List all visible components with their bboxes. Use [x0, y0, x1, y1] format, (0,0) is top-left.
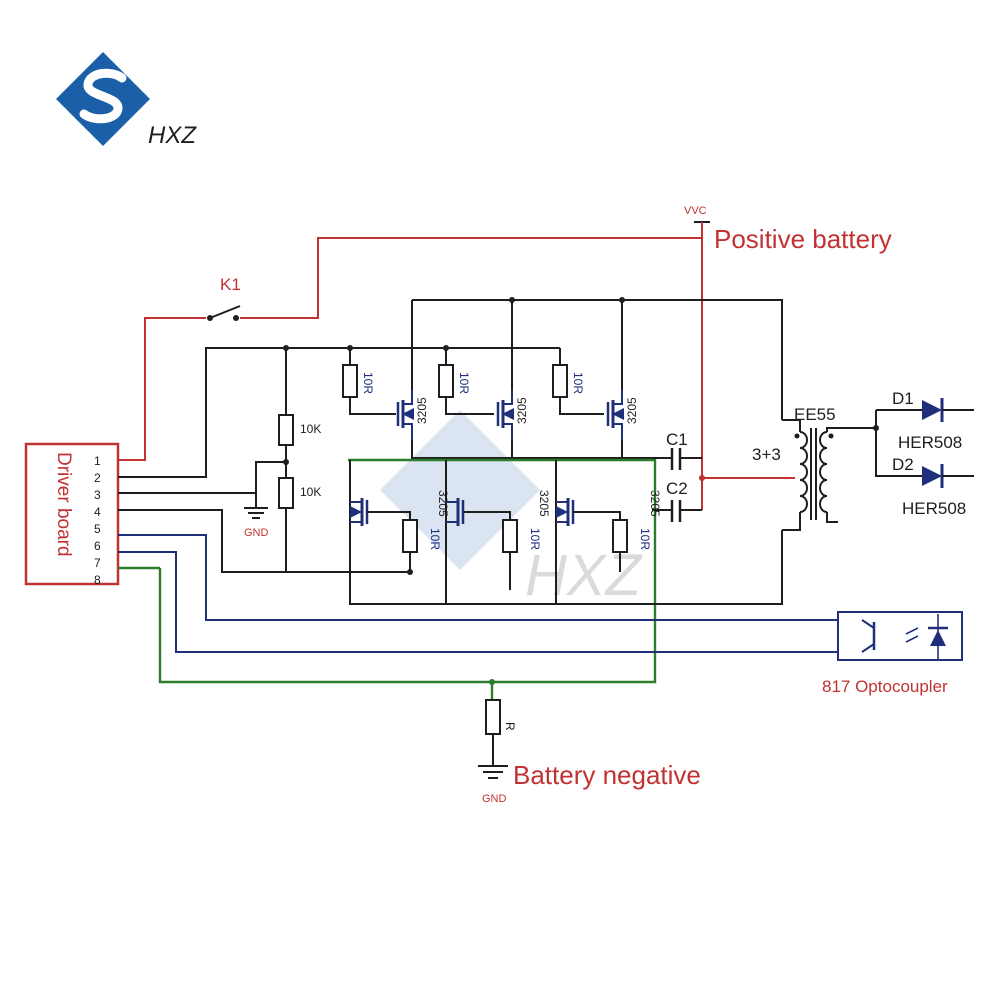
pin-8: 8	[94, 573, 101, 587]
mosfet-bottom-3: 3205	[556, 490, 662, 526]
pin-3: 3	[94, 488, 101, 502]
k1-label: K1	[220, 275, 241, 294]
optocoupler-label: 817 Optocoupler	[822, 677, 948, 696]
mosfet-bottom-1-label: 3205	[436, 490, 450, 517]
r-gate-2: 10R	[457, 372, 471, 394]
mosfet-top-3: 3205	[606, 390, 639, 440]
output-diodes: D1 HER508 D2 HER508	[873, 389, 974, 518]
c2-label: C2	[666, 479, 688, 498]
mosfet-top-1: 3205	[396, 390, 429, 440]
her508-2-label: HER508	[902, 499, 966, 518]
driver-board: Driver board 1 2 3 4 5 6 7 8	[24, 442, 120, 587]
gnd-label-bottom: GND	[482, 793, 507, 805]
transformer-ee55: EE55 3+3	[752, 405, 876, 531]
mosfet-top-2-label: 3205	[515, 397, 529, 424]
r-gate-6: 10R	[638, 528, 652, 550]
r-gate-3: 10R	[571, 372, 585, 394]
vvc-label: VVC	[684, 205, 707, 217]
c1-label: C1	[666, 430, 688, 449]
pin-1: 1	[94, 454, 101, 468]
mosfet-bottom-1: 3205	[350, 490, 450, 526]
top-mosfet-bank: 10R 10R 10R 3205 3205 3205	[342, 348, 652, 459]
gnd-label-left: GND	[244, 527, 269, 539]
r-10k-bottom-label: 10K	[300, 485, 321, 499]
mosfet-bottom-3-label: 3205	[648, 490, 662, 517]
positive-battery-label: Positive battery	[714, 224, 892, 254]
d1-label: D1	[892, 389, 914, 408]
battery-negative: R GND Battery negative	[478, 699, 701, 805]
driver-board-label: Driver board	[53, 452, 74, 557]
mosfet-top-1-label: 3205	[415, 397, 429, 424]
brand-logo-text: HXZ	[148, 122, 197, 149]
pin-6: 6	[94, 539, 101, 553]
r-gate-5: 10R	[528, 528, 542, 550]
her508-1-label: HER508	[898, 433, 962, 452]
positive-net: K1 VVC Positive battery	[118, 205, 892, 510]
r-gate-1: 10R	[361, 372, 375, 394]
gate-rail-top	[118, 345, 560, 478]
divider-10k: 10K 10K GND	[244, 348, 321, 572]
watermark-text: HXZ	[525, 543, 644, 608]
pin-5: 5	[94, 522, 101, 536]
mosfet-top-3-label: 3205	[625, 397, 639, 424]
capacitors: C1 C2	[652, 430, 705, 522]
pin-7: 7	[94, 556, 101, 570]
ee55-label: EE55	[794, 405, 836, 424]
r-bottom-label: R	[503, 722, 517, 731]
k1-switch: K1	[207, 275, 241, 321]
mosfet-top-2: 3205	[496, 390, 529, 440]
brand-logo: HXZ	[56, 52, 197, 149]
mosfet-bottom-2-label: 3205	[537, 490, 551, 517]
r-10k-top-label: 10K	[300, 422, 321, 436]
pin-2: 2	[94, 471, 101, 485]
d2-label: D2	[892, 455, 914, 474]
pin-4: 4	[94, 505, 101, 519]
watermark: HXZ	[380, 410, 644, 608]
r-gate-4: 10R	[428, 528, 442, 550]
ratio-label: 3+3	[752, 445, 781, 464]
optocoupler-817: 817 Optocoupler	[118, 534, 963, 696]
mosfet-bottom-2: 3205	[446, 490, 551, 526]
source-frame	[118, 458, 657, 700]
driver-board-pins: 1 2 3 4 5 6 7 8	[94, 454, 101, 587]
battery-negative-label: Battery negative	[513, 760, 701, 790]
bottom-mosfet-bank: 3205 3205 3205 10R 10R 10R	[118, 460, 783, 605]
drain-rail	[411, 297, 783, 420]
